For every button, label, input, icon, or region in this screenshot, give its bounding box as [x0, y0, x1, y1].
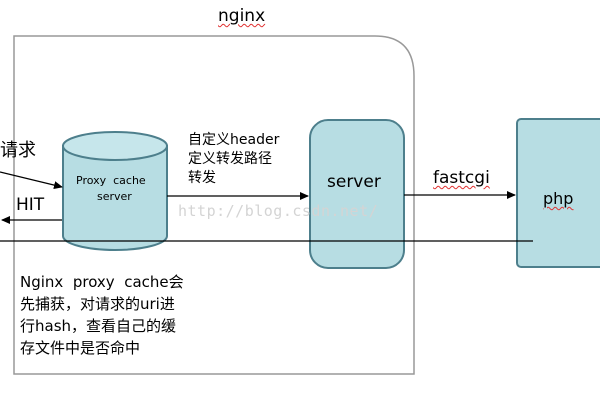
- header-note-line-2: 定义转发路径: [188, 151, 272, 167]
- description-line-3: 行hash，查看自己的缓: [20, 317, 177, 335]
- description-line-4: 存文件中是否命中: [20, 339, 141, 357]
- description-line-1: Nginx proxy cache会: [20, 273, 184, 291]
- proxy-cache-server-label: server: [97, 190, 132, 203]
- request-label: 请求: [0, 140, 36, 161]
- php-box: [516, 118, 600, 268]
- php-label: php: [543, 189, 574, 208]
- request-arrow: [0, 171, 63, 190]
- proxy-cache-cylinder: [62, 131, 168, 251]
- nginx-title: nginx: [218, 6, 266, 26]
- watermark: http://blog.csdn.net/: [178, 202, 379, 220]
- server-label: server: [327, 172, 381, 192]
- proxy-cache-label: Proxy cache: [76, 174, 146, 187]
- nginx-container: [13, 35, 415, 375]
- header-note-line-1: 自定义header: [188, 132, 280, 148]
- fastcgi-label: fastcgi: [433, 168, 490, 188]
- hit-label: HIT: [16, 195, 45, 215]
- header-note-line-3: 转发: [188, 170, 216, 186]
- description-line-2: 先捕获，对请求的uri进: [20, 295, 175, 313]
- server-box: [309, 119, 405, 269]
